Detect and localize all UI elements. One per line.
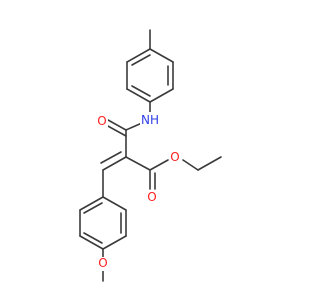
structure-canvas: NH O O O O: [79, 29, 222, 282]
bond: [102, 156, 127, 171]
methoxy-oxygen-atom: O: [97, 256, 109, 271]
bond: [131, 54, 151, 66]
bond: [79, 235, 104, 250]
bond: [197, 156, 222, 171]
bond: [102, 235, 127, 250]
bond: [105, 124, 127, 137]
ester-alkoxy-oxygen-label: O: [170, 150, 179, 164]
bond: [126, 88, 151, 103]
methoxy-oxygen-label: O: [98, 256, 107, 270]
bond: [100, 151, 122, 164]
bond: [79, 196, 104, 211]
bond: [83, 202, 103, 214]
bond: [83, 232, 103, 244]
amide-oxygen-atom: O: [96, 114, 108, 128]
bond: [182, 159, 199, 171]
bond: [149, 88, 174, 103]
bond: [107, 119, 127, 131]
ester-carbonyl-oxygen-atom: O: [146, 190, 158, 204]
bond: [149, 159, 169, 171]
amide-nh-atom: NH: [140, 112, 162, 127]
amide-oxygen-label: O: [97, 114, 106, 128]
ester-carbonyl-oxygen-label: O: [147, 190, 156, 204]
bond: [102, 196, 127, 211]
amide-nh-label: NH: [141, 113, 159, 127]
bond-layer: [79, 29, 222, 282]
bond: [125, 122, 143, 131]
atom-label-layer: NH O O O O: [96, 112, 181, 271]
molecule-drawing: NH O O O O: [79, 29, 222, 282]
bond: [131, 85, 151, 97]
bond: [149, 48, 174, 63]
bond: [125, 156, 151, 171]
ester-alkoxy-oxygen-atom: O: [169, 150, 181, 165]
bond: [126, 48, 151, 63]
